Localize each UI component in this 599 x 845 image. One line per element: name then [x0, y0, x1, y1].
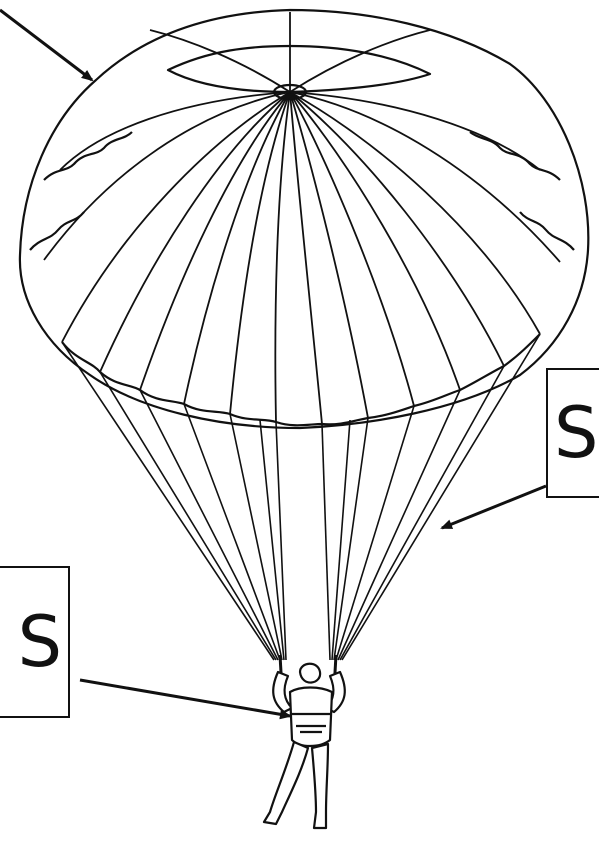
suspension-lines [62, 334, 540, 660]
label-text-right: S [554, 398, 598, 468]
jumper-head [300, 664, 320, 683]
jumper [264, 664, 345, 828]
label-text-left: S [18, 607, 62, 677]
canopy-gores [44, 12, 560, 424]
jumper-left-leg [264, 742, 308, 824]
jumper-right-leg [312, 744, 328, 828]
canopy-hem [62, 334, 540, 425]
label-box-right: S [546, 368, 599, 498]
arrow-canopy [0, 10, 92, 80]
label-box-left: S [0, 566, 70, 718]
callout-arrows [0, 10, 546, 716]
jumper-torso [290, 688, 332, 747]
arrow-suspension-lines [442, 486, 546, 528]
arrow-harness [80, 680, 290, 716]
